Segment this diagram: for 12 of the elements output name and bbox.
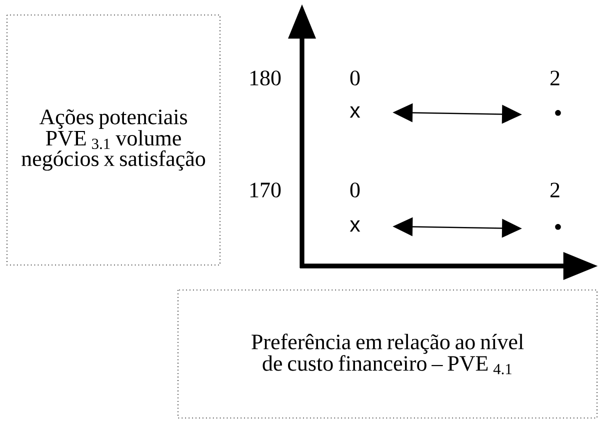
axis-value: 2 (550, 70, 560, 86)
text-box: Preferência em relação ao nível de custo financeiro – PVE $_{4.1}$ (178, 290, 598, 418)
axis-value: 170 (250, 182, 281, 198)
dot-mark: • (555, 110, 561, 116)
axis-value: 0 (350, 70, 360, 86)
axis-value: 2 (550, 182, 560, 198)
cross-mark: x (350, 106, 360, 118)
dot-mark: • (555, 224, 561, 230)
axis-value: 0 (350, 182, 360, 198)
cross-mark: x (350, 220, 360, 232)
text-box: Ações potenciais PVE $_{3.1}$ volume negócios x satisfação (6, 14, 220, 266)
axis-value: 180 (250, 70, 281, 86)
